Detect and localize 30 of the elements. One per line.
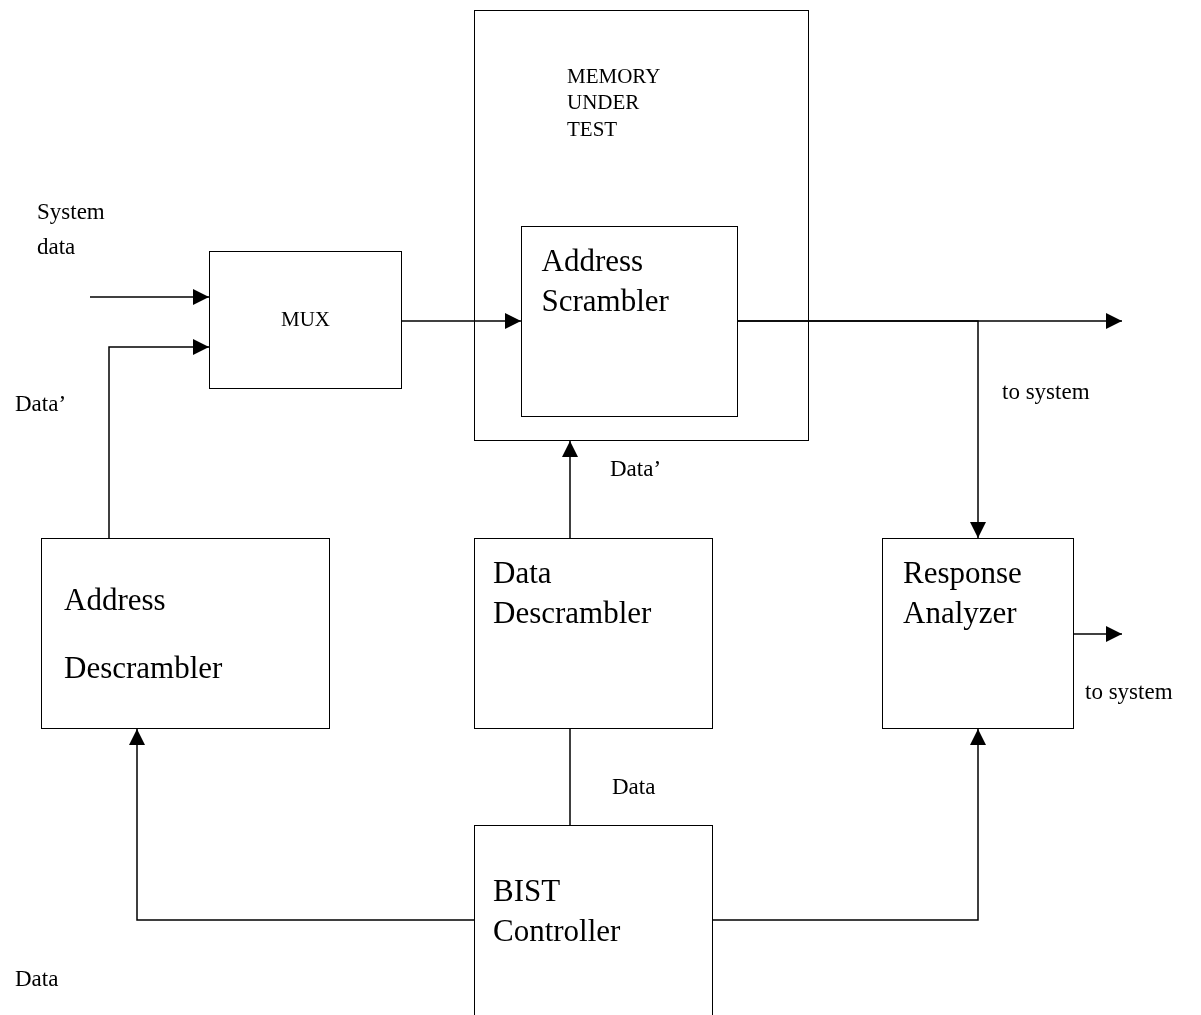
block-label: Descrambler	[64, 648, 223, 686]
arrow	[108, 339, 210, 539]
block-box	[474, 538, 713, 729]
signal-label: Data	[15, 965, 59, 993]
block-label: MUX	[281, 306, 330, 334]
block-label: Address	[64, 581, 166, 619]
arrow	[129, 728, 475, 921]
block-box	[474, 10, 809, 441]
arrow	[712, 728, 986, 921]
arrow	[89, 289, 210, 305]
edge-label: to system	[1002, 378, 1090, 406]
arrow	[562, 440, 578, 539]
edge-label: Data’	[610, 455, 662, 483]
block-box	[209, 251, 402, 389]
edge-label: to system	[1085, 678, 1174, 706]
block-label: Address Scrambler	[541, 241, 670, 320]
block-label: Data Descrambler	[493, 554, 653, 633]
block-box	[474, 825, 713, 1015]
block-box	[882, 538, 1074, 729]
block-label: BIST Controller	[493, 872, 622, 951]
edge-label: System data	[37, 198, 106, 261]
block-box	[520, 225, 738, 417]
block-label: MEMORY UNDER TEST	[567, 63, 661, 142]
arrow	[401, 313, 522, 329]
signal-label: Data’	[15, 390, 67, 418]
arrow	[737, 320, 986, 539]
arrow	[1073, 626, 1123, 642]
block-box	[41, 538, 330, 729]
block-label: Response Analyzer	[903, 554, 1023, 633]
edge-label: Data	[612, 773, 656, 801]
